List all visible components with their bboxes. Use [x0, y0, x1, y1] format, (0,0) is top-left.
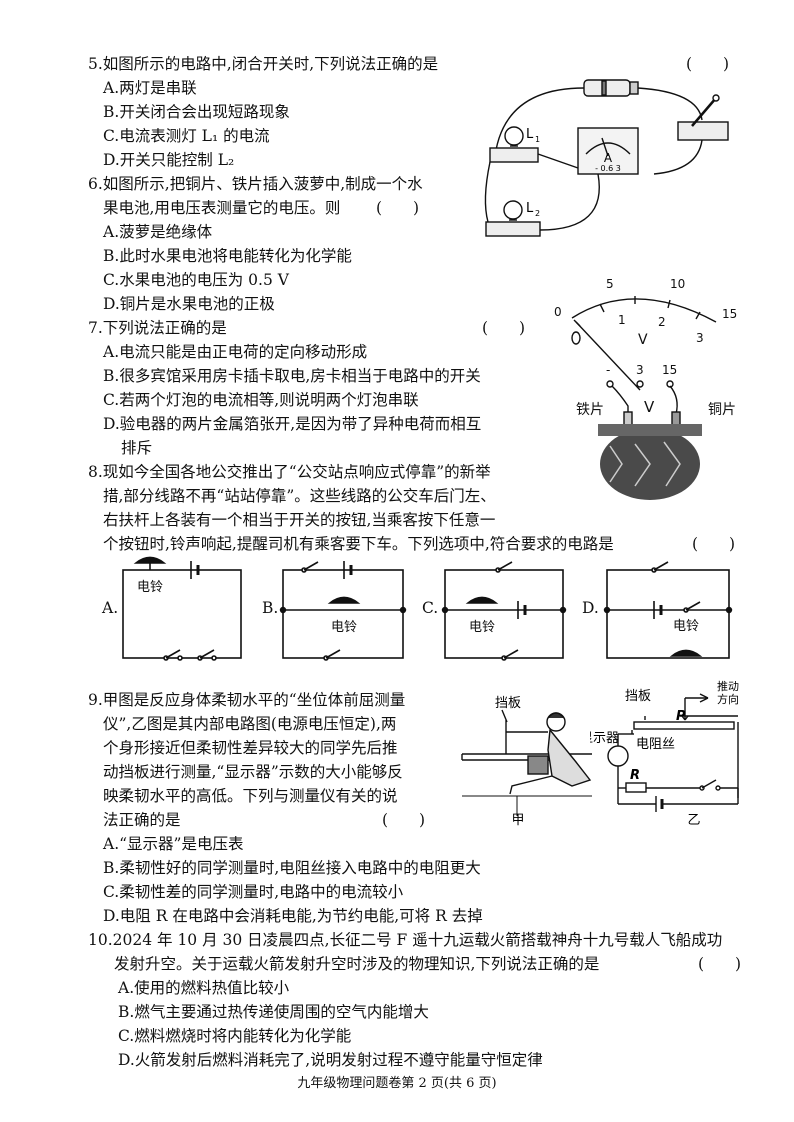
q10-option-a: A.使用的燃料热值比较小 — [118, 979, 290, 997]
q6-stem-line2: 果电池,用电压表测量它的电压。则 — [103, 199, 341, 217]
q9-stem-line6: 法正确的是 — [103, 811, 181, 829]
q5-l1-label: L — [526, 127, 534, 142]
q5-answer-paren: ( ) — [686, 55, 730, 73]
q8-bell-label-c: 电铃 — [469, 620, 495, 635]
q5-stem: 5.如图所示的电路中,闭合开关时,下列说法正确的是 — [88, 55, 439, 73]
q9-yi-resistor-r: R — [630, 768, 640, 783]
q7-option-d: D.验电器的两片金属箔张开,是因为带了异种电荷而相互 — [103, 415, 482, 433]
q6-option-d: D.铜片是水果电池的正极 — [103, 295, 275, 313]
q8-label-c: C. — [422, 599, 439, 617]
q5-option-c: C.电流表测灯 L₁ 的电流 — [103, 127, 270, 145]
q5-l1-sub: 1 — [535, 135, 540, 144]
q5-option-b: B.开关闭合会出现短路现象 — [103, 103, 290, 121]
q8-bell-label-d: 电铃 — [673, 619, 699, 634]
q5-option-d: D.开关只能控制 L₂ — [103, 151, 235, 169]
q6-answer-paren: ( ) — [376, 199, 420, 217]
q5-ammeter-label: A — [604, 151, 613, 165]
q6-unit-v: V — [638, 332, 648, 348]
q7-option-b: B.很多宾馆采用房卡插卡取电,房卡相当于电路中的开关 — [103, 367, 481, 385]
q9-yi-push-label-2: 方向 — [717, 692, 739, 706]
q8-circuit-b — [279, 561, 407, 661]
q5-circuit-figure: L 1 L 2 A - 0.6 3 — [484, 79, 729, 237]
q9-option-a: A.“显示器”是电压表 — [103, 835, 244, 853]
q5-ammeter-scale: - 0.6 3 — [595, 164, 621, 173]
q8-label-b: B. — [262, 599, 279, 617]
q10-answer-paren: ( ) — [698, 955, 742, 973]
q6-terminal-3: 3 — [636, 363, 644, 377]
q6-option-c: C.水果电池的电压为 0.5 V — [103, 271, 289, 289]
q6-tick-0: 0 — [554, 305, 562, 319]
q6-terminal-15: 15 — [662, 363, 677, 377]
q9-stem-line1: 9.甲图是反应身体柔韧水平的“坐位体前屈测量 — [88, 691, 406, 709]
q7-answer-paren: ( ) — [482, 319, 526, 337]
q6-tick-15: 15 — [722, 307, 737, 321]
q6-terminal-minus: - — [606, 363, 610, 377]
q6-tick-2: 2 — [658, 315, 666, 329]
q6-tick-10: 10 — [670, 277, 685, 291]
q6-voltmeter-v: V — [644, 398, 655, 416]
q6-stem-line1: 6.如图所示,把铜片、铁片插入菠萝中,制成一个水 — [88, 175, 423, 193]
q9-option-d: D.电阻 R 在电路中会消耗电能,为节约电能,可将 R 去掉 — [103, 907, 483, 925]
q8-circuit-c — [441, 561, 567, 661]
q9-option-b: B.柔韧性好的同学测量时,电阻丝接入电路中的电阻更大 — [103, 859, 481, 877]
q5-option-a: A.两灯是串联 — [103, 79, 197, 97]
q6-tick-5: 5 — [606, 277, 614, 291]
q6-fruit-battery-figure: 0 5 10 15 1 2 3 V - 3 15 V 铁片 铜片 — [554, 277, 737, 500]
pineapple-image — [598, 424, 702, 500]
q7-stem: 7.下列说法正确的是 — [88, 319, 227, 337]
q10-option-d: D.火箭发射后燃料消耗完了,说明发射过程不遵守能量守恒定律 — [118, 1051, 543, 1069]
q9-yi-wire-label: 电阻丝 — [636, 737, 675, 752]
q6-option-a: A.菠萝是绝缘体 — [103, 223, 213, 241]
q9-yi-baffle-label: 挡板 — [625, 689, 651, 704]
q9-yi-push-label-1: 推动 — [717, 679, 739, 693]
q8-circuit-a — [122, 556, 242, 661]
q7-option-d-cont: 排斥 — [121, 439, 153, 457]
q7-option-c: C.若两个灯泡的电流相等,则说明两个灯泡串联 — [103, 391, 419, 409]
q7-option-a: A.电流只能是由正电荷的定向移动形成 — [103, 343, 368, 361]
q9-yi-caption: 乙 — [687, 813, 700, 828]
q10-stem-line1: 10.2024 年 10 月 30 日凌晨四点,长征二号 F 遥十九运载火箭搭载… — [88, 931, 723, 949]
page-footer: 九年级物理问题卷第 2 页(共 6 页) — [297, 1076, 497, 1091]
q8-stem-line4: 个按钮时,铃声响起,提醒司机有乘客要下车。下列选项中,符合要求的电路是 — [103, 535, 614, 553]
q6-copper-label: 铜片 — [708, 402, 736, 418]
q8-circuit-d — [603, 561, 733, 659]
q10-option-c: C.燃料燃烧时将内能转化为化学能 — [118, 1027, 352, 1045]
q9-answer-paren: ( ) — [382, 811, 426, 829]
q6-iron-label: 铁片 — [576, 402, 604, 418]
q8-label-a: A. — [102, 599, 119, 617]
q8-circuit-options: 电铃 电铃 电铃 电铃 — [122, 556, 733, 661]
q9-stem-line4: 动挡板进行测量,“显示器”示数的大小能够反 — [103, 763, 403, 781]
q6-option-b: B.此时水果电池将电能转化为化学能 — [103, 247, 352, 265]
q6-tick-1: 1 — [618, 313, 626, 327]
q6-tick-3: 3 — [696, 331, 704, 345]
q9-figure-jia: 挡板 甲 — [461, 696, 592, 828]
q8-answer-paren: ( ) — [692, 535, 736, 553]
q5-l2-label: L — [526, 201, 534, 216]
q9-stem-line2: 仪”,乙图是其内部电路图(电源电压恒定),两 — [103, 715, 397, 733]
q8-bell-label-b: 电铃 — [331, 620, 357, 635]
q9-stem-line5: 映柔韧水平的高低。下列与测量仪有关的说 — [103, 787, 398, 805]
q5-l2-sub: 2 — [535, 209, 540, 218]
q8-stem-line2: 措,部分线路不再“站站停靠”。这些线路的公交车后门左、 — [103, 487, 496, 505]
q8-stem-line1: 8.现如今全国各地公交推出了“公交站点响应式停靠”的新举 — [88, 463, 491, 481]
q9-jia-baffle-label: 挡板 — [495, 696, 521, 711]
q9-option-c: C.柔韧性差的同学测量时,电路中的电流较小 — [103, 883, 404, 901]
q10-option-b: B.燃气主要通过热传递使周围的空气内能增大 — [118, 1003, 429, 1021]
q8-bell-label-a: 电铃 — [137, 580, 163, 595]
q8-stem-line3: 右扶杆上各装有一个相当于开关的按钮,当乘客按下任意一 — [103, 511, 496, 529]
q9-figure-yi: 挡板 推动 方向 P 显示器 电阻丝 R 乙 — [590, 679, 739, 828]
q9-yi-slider-p: P — [676, 709, 686, 724]
q9-yi-display-label: 显示器 — [590, 731, 619, 746]
q10-stem-line2: 发射升空。关于运载火箭发射升空时涉及的物理知识,下列说法正确的是 — [114, 955, 600, 973]
q8-label-d: D. — [582, 599, 599, 617]
q9-stem-line3: 个身形接近但柔韧性差异较大的同学先后推 — [103, 739, 398, 757]
q9-jia-caption: 甲 — [511, 813, 524, 828]
